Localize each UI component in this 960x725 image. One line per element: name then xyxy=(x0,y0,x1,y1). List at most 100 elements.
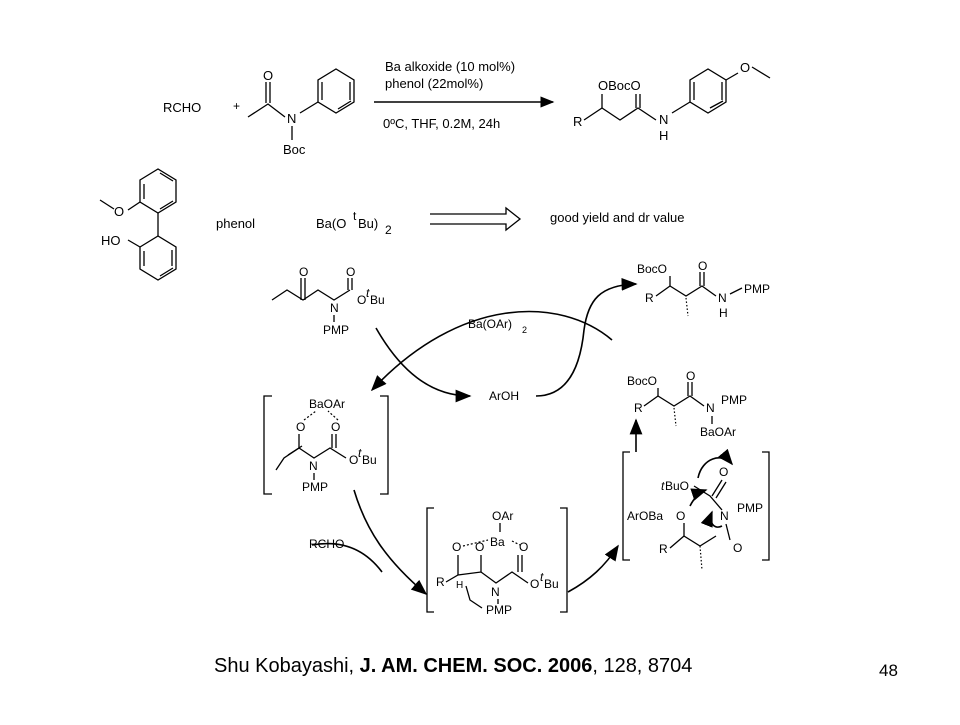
phenyl-ring xyxy=(317,68,355,114)
svg-text:O: O xyxy=(698,259,707,273)
citation: Shu Kobayashi, J. AM. CHEM. SOC. 2006, 1… xyxy=(214,655,692,678)
svg-text:O: O xyxy=(719,465,728,479)
methoxy-oxygen: O xyxy=(740,60,750,75)
acyl-transfer-state: O t BuO ArOBa O N PMP O R xyxy=(622,448,770,571)
phenol-label: phenol xyxy=(216,216,255,231)
svg-text:O: O xyxy=(733,541,742,555)
carbonyl-bond xyxy=(265,82,271,103)
svg-text:O: O xyxy=(349,453,358,467)
citation-volume-page: , 128, 8704 xyxy=(592,655,693,677)
upper-aryl-ring xyxy=(139,168,177,214)
svg-text:R: R xyxy=(659,542,668,556)
ligand-row: O HO phenol Ba(O t Bu) 2 good yield and … xyxy=(99,168,684,281)
svg-text:Bu: Bu xyxy=(544,577,559,591)
open-double-arrow xyxy=(430,206,522,232)
svg-text:2: 2 xyxy=(385,223,392,237)
cycle-product: BocO R O N H PMP xyxy=(637,259,770,320)
result-label: good yield and dr value xyxy=(550,210,684,225)
arc-to-aroh xyxy=(375,327,472,403)
ts-brackets xyxy=(426,507,568,613)
catalytic-cycle: O O N O t Bu PMP Ba(OAr) 2 ArOH RCHO BaO… xyxy=(263,259,770,617)
svg-text:O: O xyxy=(346,265,355,279)
svg-text:Bu: Bu xyxy=(362,453,377,467)
svg-text:BocO: BocO xyxy=(637,262,667,276)
svg-text:H: H xyxy=(719,306,728,320)
condition-additive: phenol (22mol%) xyxy=(385,76,483,91)
product-oboc-label: OBocO xyxy=(598,78,641,93)
biaryl-phenol: O HO xyxy=(99,168,177,281)
enolate-brackets xyxy=(263,395,389,495)
svg-text:Ba: Ba xyxy=(490,535,505,549)
svg-text:2: 2 xyxy=(522,325,527,335)
amide-nitrogen: N xyxy=(287,111,296,126)
svg-text:R: R xyxy=(436,575,445,589)
svg-text:BuO: BuO xyxy=(665,479,689,493)
svg-text:t: t xyxy=(366,286,370,300)
reaction-equation: RCHO + O N Boc Ba alkoxide (10 mol%) phe… xyxy=(163,59,771,157)
barium-amide-intermediate: BocO R O N PMP BaOAr xyxy=(627,369,747,439)
boc-group: Boc xyxy=(283,142,306,157)
svg-text:N: N xyxy=(706,401,715,415)
svg-text:N: N xyxy=(718,291,727,305)
svg-text:Ba(O: Ba(O xyxy=(316,216,346,231)
product-nitrogen: N xyxy=(659,112,668,127)
svg-text:t: t xyxy=(353,209,357,223)
svg-text:O: O xyxy=(296,420,305,434)
svg-text:O: O xyxy=(331,420,340,434)
product-r-group: R xyxy=(573,114,582,129)
arc-to-product xyxy=(535,278,638,397)
acyl-brackets xyxy=(622,451,770,561)
svg-text:t: t xyxy=(540,570,544,584)
condition-catalyst: Ba alkoxide (10 mol%) xyxy=(385,59,515,74)
amide-oxygen: O xyxy=(263,68,273,83)
electron-arrow-3 xyxy=(700,510,723,528)
svg-text:PMP: PMP xyxy=(744,282,770,296)
svg-text:O: O xyxy=(452,540,461,554)
electron-arrow-2 xyxy=(689,488,708,507)
transition-state: OAr Ba O O O R H N O t Bu PMP xyxy=(426,507,568,617)
catalyst-label: Ba(OAr) xyxy=(468,317,512,331)
svg-text:t: t xyxy=(358,446,362,460)
svg-text:N: N xyxy=(330,301,339,315)
arc-ts-to-acyl xyxy=(567,544,619,593)
svg-text:ArOBa: ArOBa xyxy=(627,509,663,523)
lower-aryl-ring xyxy=(139,235,177,281)
svg-text:O: O xyxy=(475,540,484,554)
svg-text:BocO: BocO xyxy=(627,374,657,388)
citation-year: 2006 xyxy=(542,655,593,677)
svg-text:PMP: PMP xyxy=(486,603,512,617)
pmp-ring xyxy=(689,68,727,114)
barium-tert-butoxide: Ba(O t Bu) 2 xyxy=(316,209,392,237)
aroh-label: ArOH xyxy=(489,389,519,403)
methoxy-o: O xyxy=(114,204,124,219)
svg-text:Bu): Bu) xyxy=(358,216,378,231)
arc-enolate-to-ts xyxy=(353,489,428,596)
svg-text:PMP: PMP xyxy=(323,323,349,337)
hydroxy-group: HO xyxy=(101,233,121,248)
barium-enolate: BaOAr O O N O t Bu PMP xyxy=(263,395,389,495)
svg-text:N: N xyxy=(491,585,500,599)
svg-text:H: H xyxy=(456,580,463,591)
svg-text:O: O xyxy=(519,540,528,554)
svg-text:R: R xyxy=(634,401,643,415)
svg-text:BaOAr: BaOAr xyxy=(309,397,345,411)
svg-text:t: t xyxy=(661,479,665,493)
product-nh: H xyxy=(659,128,668,143)
svg-text:PMP: PMP xyxy=(737,501,763,515)
aldol-product: OBocO R N H O xyxy=(573,60,771,143)
svg-text:BaOAr: BaOAr xyxy=(700,425,736,439)
svg-text:O: O xyxy=(530,577,539,591)
svg-text:OAr: OAr xyxy=(492,509,513,523)
rcho-label: RCHO xyxy=(309,537,344,551)
amide-reactant: O N Boc xyxy=(247,68,355,157)
electron-arrow-1 xyxy=(697,448,734,479)
rcho-entry xyxy=(311,542,383,573)
cycle-arc-top xyxy=(370,310,613,392)
svg-text:O: O xyxy=(686,369,695,383)
svg-text:O: O xyxy=(676,509,685,523)
svg-text:PMP: PMP xyxy=(721,393,747,407)
svg-text:R: R xyxy=(645,291,654,305)
condition-solvent-temp: 0ºC, THF, 0.2M, 24h xyxy=(383,116,500,131)
